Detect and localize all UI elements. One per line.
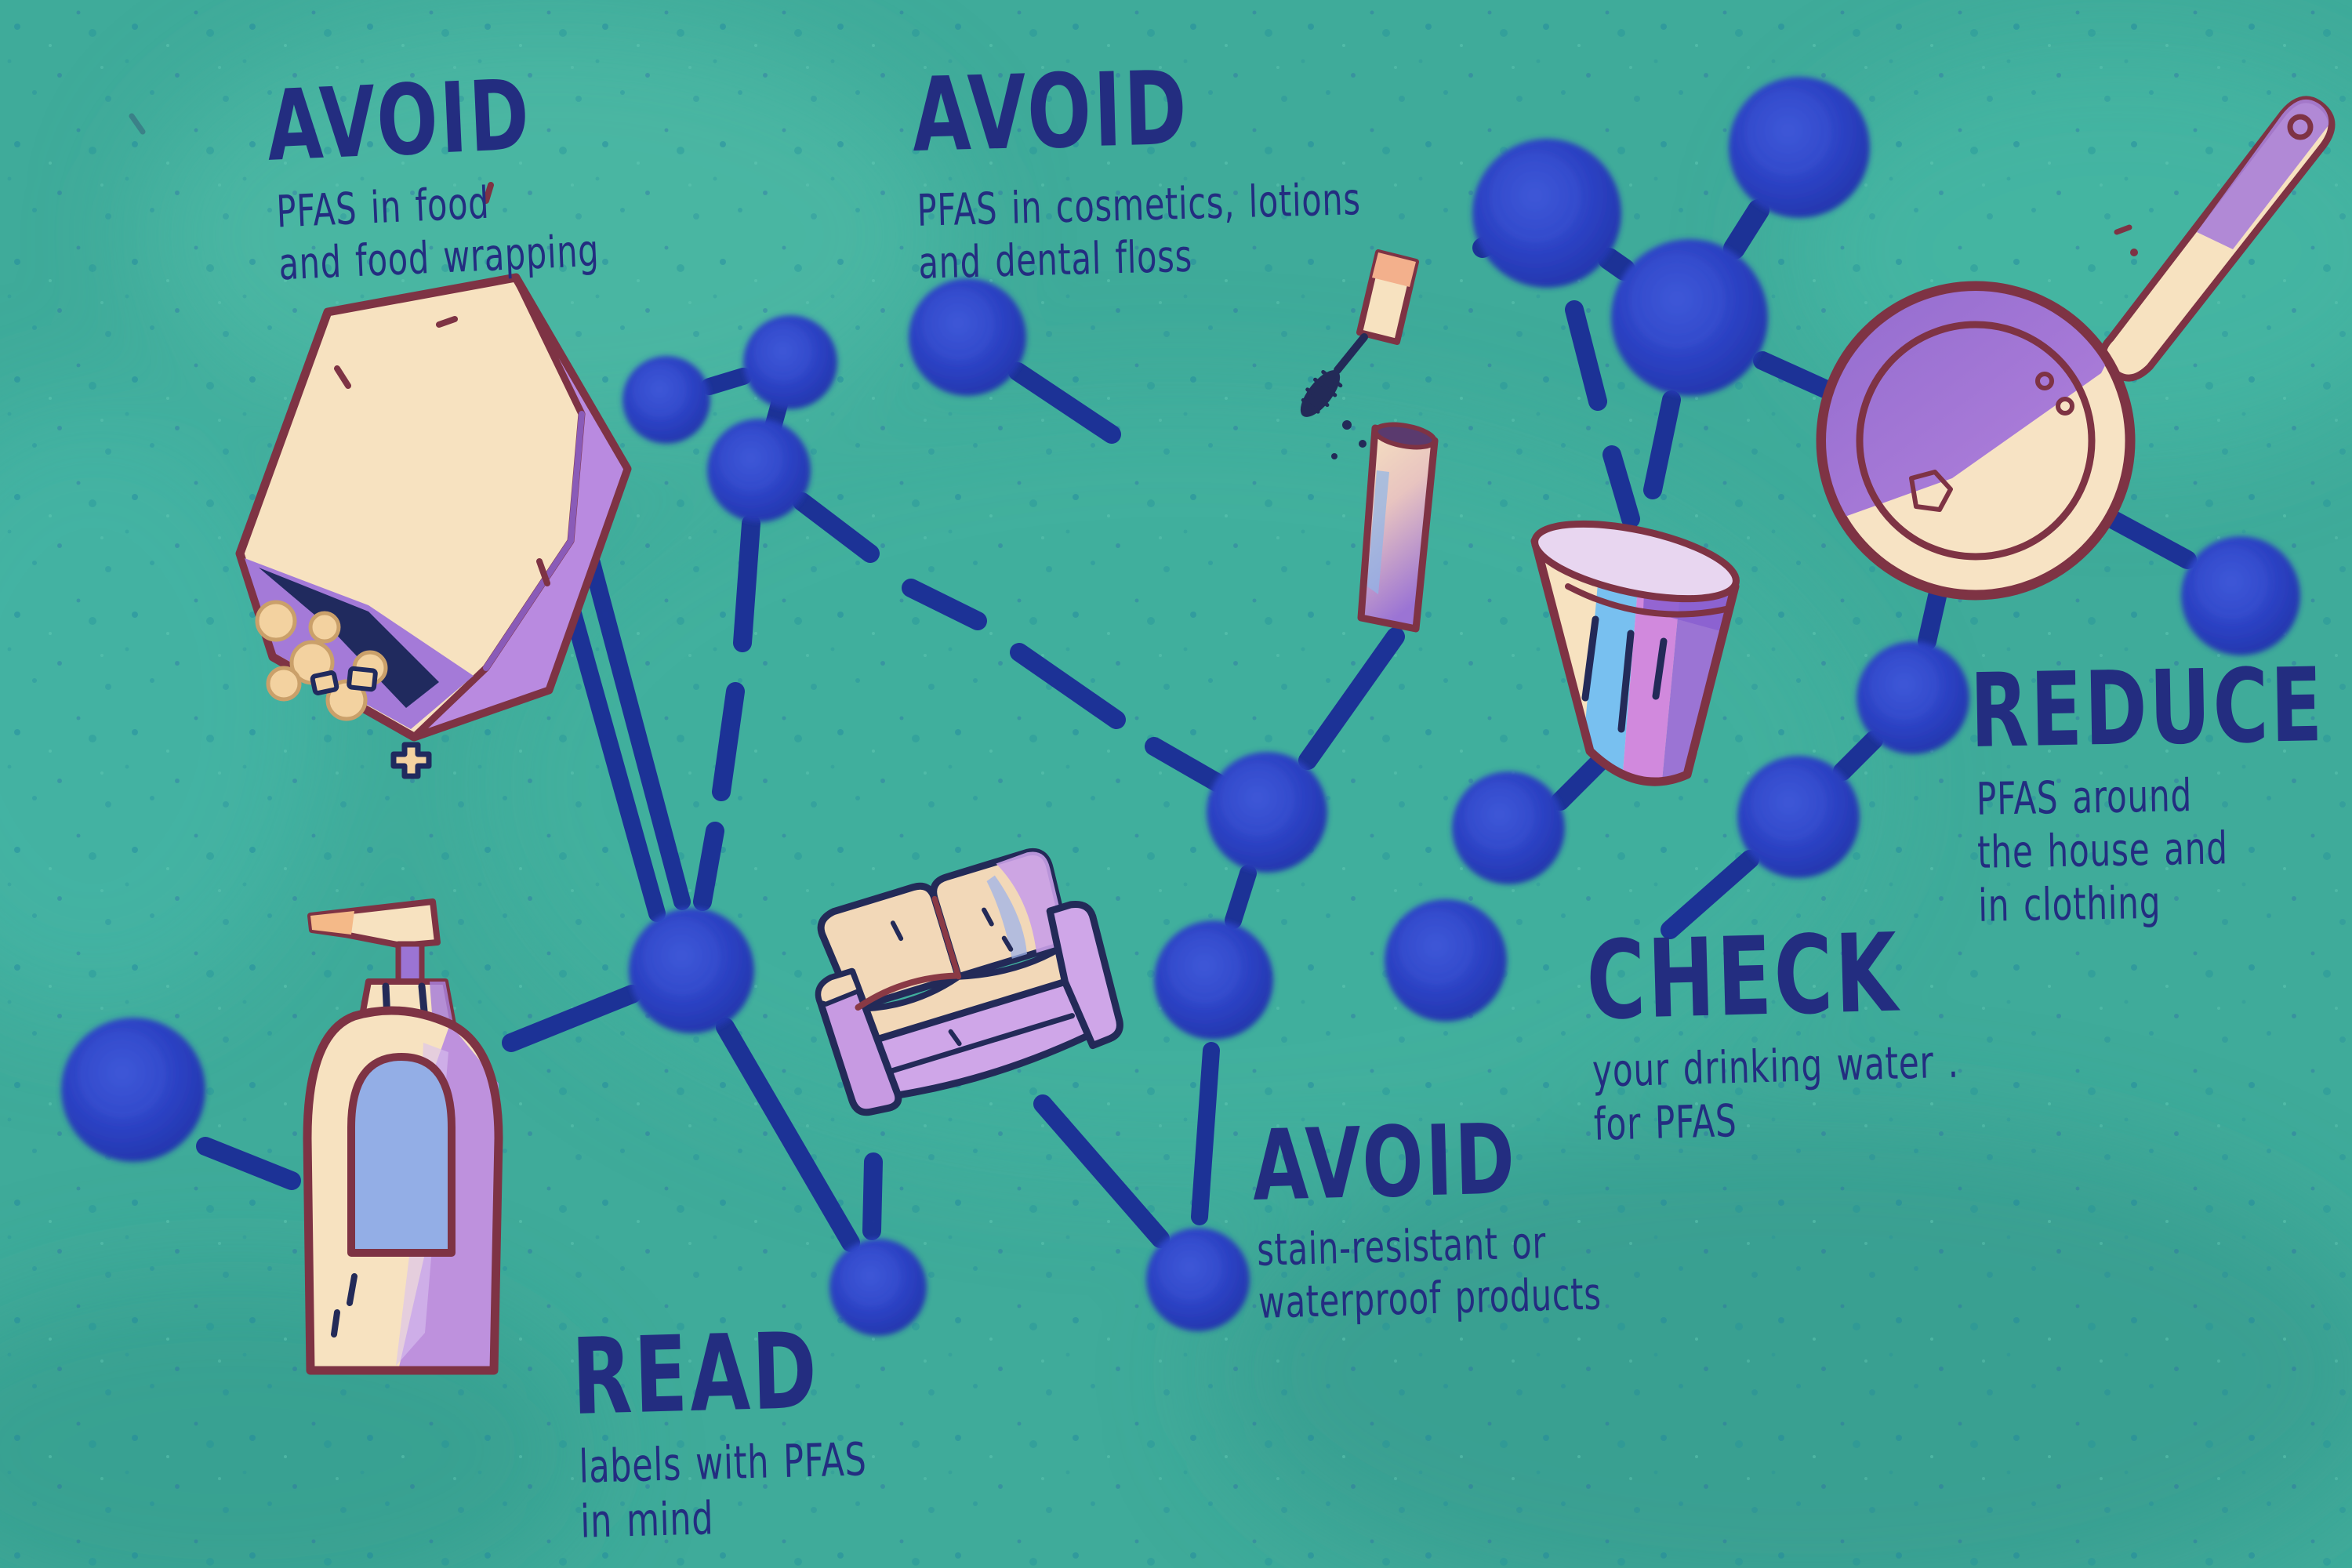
molecule-node-highlight [1399, 911, 1474, 985]
molecule-node-highlight [644, 920, 720, 996]
tip-title: AVOID [1250, 1103, 1519, 1223]
tip-line: waterproof products [1258, 1269, 1602, 1329]
molecule-node-highlight [1752, 768, 1827, 842]
molecule-bond [1033, 1094, 1170, 1248]
molecule-bond [583, 554, 691, 910]
molecule-bond [2103, 510, 2197, 569]
molecule-node-highlight [1159, 1238, 1221, 1301]
molecule-bond [502, 985, 641, 1052]
couch-icon [815, 848, 1123, 1116]
molecule-node-highlight [755, 325, 811, 381]
tip-title: READ [570, 1309, 821, 1439]
lotion-bottle-icon [303, 898, 503, 1375]
tip-title: REDUCE [1969, 645, 2326, 771]
molecule-bond [701, 368, 752, 395]
tip-title: CHECK [1584, 909, 1901, 1044]
tip-line: your drinking water . [1592, 1036, 1960, 1098]
molecule-bond [1225, 865, 1257, 929]
tip-line: PFAS around [1976, 769, 2193, 826]
molecule-node-highlight [841, 1248, 900, 1307]
tip-line: stain-resistant or [1256, 1218, 1548, 1276]
molecule-node-highlight [2196, 548, 2268, 620]
molecule-node-highlight [1631, 255, 1725, 349]
tip-line: the house and [1976, 822, 2229, 879]
molecule-bond [1753, 351, 1838, 400]
tip-line: labels with PFAS [578, 1432, 868, 1494]
molecule-node-highlight [720, 429, 782, 492]
molecule-node-highlight [1466, 782, 1534, 851]
tip-line: for PFAS [1593, 1095, 1738, 1152]
molecule-bond [1145, 737, 1226, 792]
molecule-node-highlight [923, 290, 994, 361]
tip-line: in mind [579, 1491, 715, 1548]
tip-title: AVOID [910, 48, 1191, 175]
molecule-bond [1723, 199, 1769, 260]
molecule-node-highlight [1746, 91, 1831, 176]
mascara-icon [1300, 249, 1439, 633]
tip-reduce: REDUCE PFAS around the house and in clot… [1969, 645, 2328, 934]
molecule-node-highlight [1221, 764, 1294, 837]
tip-avoid-waterproof: AVOID stain-resistant or waterproof prod… [1250, 1103, 1602, 1330]
molecule-bond [1643, 390, 1681, 499]
molecule-bond [1565, 300, 1607, 411]
tip-title: AVOID [264, 59, 534, 183]
molecule-bond [1833, 731, 1883, 781]
tip-line: in clothing [1977, 877, 2161, 933]
molecule-bonds [196, 199, 2197, 1252]
molecule-bond [1010, 643, 1126, 729]
molecule-nodes [61, 77, 2300, 1336]
molecule-bond [1602, 445, 1640, 528]
tip-avoid-food: AVOID PFAS in food and food wrapping [264, 59, 601, 292]
tip-check: CHECK your drinking water . for PFAS [1584, 909, 1961, 1152]
molecule-bond [712, 682, 745, 801]
molecule-bond [1298, 627, 1405, 770]
molecule-node-highlight [1169, 932, 1241, 1004]
molecule-bond [902, 579, 987, 630]
tip-avoid-cosmetics: AVOID PFAS in cosmetics, lotions and den… [910, 48, 1363, 290]
molecule-bond [693, 822, 724, 911]
molecule-node-highlight [633, 365, 687, 418]
molecule-node-highlight [1871, 652, 1939, 720]
molecule-bond [1918, 583, 1947, 651]
molecule-bond [1191, 1042, 1220, 1225]
molecule-bond [1008, 362, 1121, 444]
molecule-bond [862, 1152, 883, 1240]
tip-read: READ labels with PFAS in mind [570, 1309, 869, 1549]
molecule-node-highlight [79, 1032, 166, 1119]
molecule-node-highlight [1490, 154, 1581, 243]
molecule-bond [1661, 850, 1759, 939]
molecule-bond [793, 492, 880, 563]
molecule-bond [1598, 248, 1635, 281]
food-bag-icon [235, 182, 632, 779]
molecule-bond [733, 514, 760, 652]
molecule-bond [716, 1018, 860, 1252]
water-cup-icon [1530, 520, 1740, 786]
molecule-bond [557, 579, 666, 922]
molecule-bond [196, 1137, 301, 1190]
